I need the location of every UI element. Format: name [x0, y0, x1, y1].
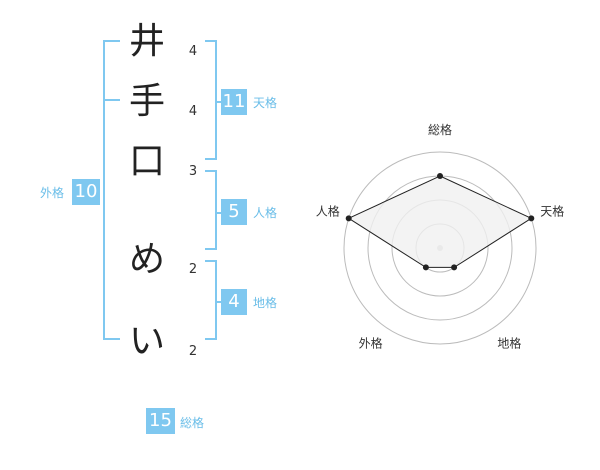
- tenkaku-tick: [217, 101, 222, 103]
- name-char-2: 手: [128, 81, 165, 122]
- soukaku-box: 15: [146, 408, 175, 434]
- stroke-count-5: 2: [188, 344, 198, 359]
- gaikaku-label: 外格: [40, 186, 65, 200]
- radar-point-5: [345, 215, 352, 222]
- radar-axis-label-3: 地格: [497, 335, 521, 350]
- tenkaku-box: 11: [221, 89, 247, 115]
- stroke-count-3: 3: [188, 164, 198, 179]
- tenkaku-label: 天格: [253, 96, 278, 110]
- radar-axis-label-5: 人格: [316, 204, 340, 219]
- chikaku-tick: [217, 301, 222, 303]
- radar-point-2: [528, 215, 535, 222]
- radar-point-4: [422, 264, 429, 271]
- radar-axis-label-2: 天格: [540, 204, 564, 219]
- radar-polygon: [347, 175, 533, 268]
- jinkaku-bracket: [205, 170, 217, 250]
- name-char-1: 井: [128, 21, 165, 62]
- chikaku-label: 地格: [253, 296, 278, 310]
- radar-axis-label-1: 総格: [428, 122, 452, 137]
- stroke-count-1: 4: [188, 44, 198, 59]
- jinkaku-tick: [217, 212, 222, 214]
- name-char-3: 口: [128, 141, 165, 182]
- gaikaku-box: 10: [72, 179, 100, 205]
- radar-axis-label-4: 外格: [359, 335, 383, 350]
- soukaku-label: 総格: [180, 416, 205, 430]
- jinkaku-label: 人格: [253, 206, 278, 220]
- tenkaku-bracket: [205, 40, 217, 160]
- chikaku-box: 4: [221, 289, 247, 315]
- chikaku-bracket: [205, 260, 217, 340]
- jinkaku-box: 5: [221, 199, 247, 225]
- gaikaku-bracket: [103, 40, 120, 340]
- name-char-4: め: [128, 239, 165, 280]
- stroke-count-2: 4: [188, 104, 198, 119]
- radar-point-1: [437, 173, 443, 179]
- radar-ring: [343, 151, 537, 345]
- radar-point-3: [451, 264, 458, 271]
- name-char-5: い: [128, 321, 165, 362]
- stroke-count-4: 2: [188, 262, 198, 277]
- gaikaku-inner-tick: [105, 99, 120, 101]
